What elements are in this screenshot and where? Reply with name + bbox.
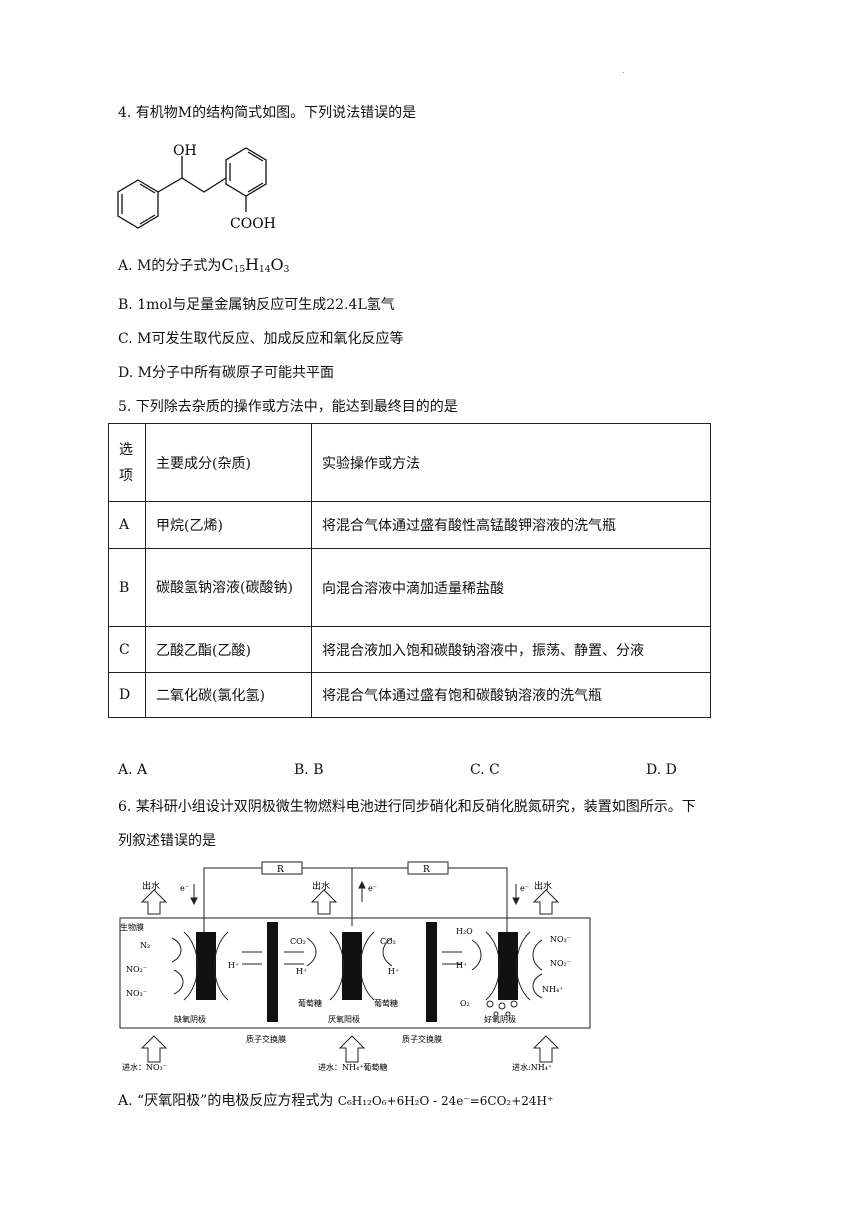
n2-label: N₂ bbox=[140, 941, 150, 950]
inflow-arrow-mid bbox=[338, 1035, 366, 1063]
q6-fuel-cell-diagram: R R 出水 出水 出水 e⁻ e⁻ e⁻ bbox=[119, 861, 591, 1072]
biofilm-label: 生物膜 bbox=[120, 922, 144, 932]
q4-option-a: A. M的分子式为C15H14O3 bbox=[118, 255, 289, 280]
row-a-component: 甲烷(乙烯) bbox=[145, 501, 312, 549]
table-row: B 碳酸氢钠溶液(碳酸钠) 向混合溶液中滴加适量稀盐酸 bbox=[108, 548, 711, 627]
row-d-option: D bbox=[108, 672, 146, 718]
table-row: C 乙酸乙酯(乙酸) 将混合液加入饱和碳酸钠溶液中，振荡、静置、分液 bbox=[108, 626, 711, 673]
cathode-anoxic-electrode bbox=[196, 932, 216, 1000]
row-c-method: 将混合液加入饱和碳酸钠溶液中，振荡、静置、分液 bbox=[311, 626, 711, 673]
outflow-label-mid: 出水 bbox=[312, 880, 330, 892]
row-a-method: 将混合气体通过盛有酸性高锰酸钾溶液的洗气瓶 bbox=[311, 501, 711, 549]
cathode-aerobic-label: 好氧阴极 bbox=[484, 1014, 516, 1024]
outflow-label-left: 出水 bbox=[142, 880, 160, 892]
membrane-label-left: 质子交换膜 bbox=[246, 1034, 286, 1044]
header-method: 实验操作或方法 bbox=[311, 423, 711, 502]
header-option: 选项 bbox=[108, 423, 146, 502]
formula-h-count: 14 bbox=[259, 265, 271, 275]
page-marker: . bbox=[622, 66, 625, 75]
anode-anaerobic-label: 厌氧阳极 bbox=[328, 1014, 360, 1024]
benzene-ring-right bbox=[225, 147, 267, 197]
nh4-label: NH₄⁺ bbox=[542, 985, 563, 994]
q4-option-a-text: A. M的分子式为 bbox=[118, 258, 222, 274]
electron-label-right: e⁻ bbox=[520, 884, 529, 893]
q4-stem: 4. 有机物M的结构简式如图。下列说法错误的是 bbox=[118, 105, 417, 121]
hplus-label-aerobic: H⁺ bbox=[456, 961, 467, 970]
h2o-label: H₂O bbox=[456, 927, 473, 936]
formula-h: H bbox=[245, 255, 260, 274]
hplus-label-right: H⁺ bbox=[388, 967, 399, 976]
row-c-option: C bbox=[108, 626, 146, 673]
q5-table: 选项 主要成分(杂质) 实验操作或方法 A 甲烷(乙烯) 将混合气体通过盛有酸性… bbox=[108, 423, 711, 718]
q6-option-a-equation: C₆H₁₂O₆+6H₂O - 24e⁻=6CO₂+24H⁺ bbox=[337, 1094, 554, 1108]
inflow-label-mid: 进水：NH₄⁺葡萄糖 bbox=[318, 1062, 387, 1072]
table-header-row: 选项 主要成分(杂质) 实验操作或方法 bbox=[108, 423, 711, 502]
q4-option-b: B. 1mol与足量金属钠反应可生成22.4L氢气 bbox=[118, 297, 395, 313]
resistor-left-label: R bbox=[277, 865, 284, 875]
q5-choice-c: C. C bbox=[470, 762, 500, 778]
inflow-label-right: 进水:NH₄⁺ bbox=[512, 1062, 552, 1072]
outflow-label-right: 出水 bbox=[534, 880, 552, 892]
no3-label-right: NO₃⁻ bbox=[550, 935, 571, 944]
outflow-arrow-right bbox=[532, 889, 560, 915]
formula-c: C bbox=[221, 255, 234, 274]
electron-label-mid: e⁻ bbox=[368, 884, 377, 893]
outflow-arrow-mid bbox=[310, 889, 338, 915]
carbon-chain bbox=[157, 177, 227, 193]
q4-structure-diagram: OH COOH bbox=[117, 143, 276, 232]
row-d-method: 将混合气体通过盛有饱和碳酸钠溶液的洗气瓶 bbox=[311, 672, 711, 718]
phenyl-ring-left bbox=[117, 179, 159, 229]
proton-membrane-right bbox=[426, 922, 437, 1022]
resistor-right-label: R bbox=[423, 865, 430, 875]
q6-option-a-text: A. “厌氧阳极”的电极反应方程式为 bbox=[118, 1093, 334, 1109]
row-d-component: 二氧化碳(氯化氢) bbox=[145, 672, 312, 718]
oh-label: OH bbox=[173, 143, 197, 159]
outflow-arrow-left bbox=[140, 889, 168, 915]
q6-option-a: A. “厌氧阳极”的电极反应方程式为 C₆H₁₂O₆+6H₂O - 24e⁻=6… bbox=[118, 1091, 553, 1111]
electron-label-left: e⁻ bbox=[180, 884, 189, 893]
q4-option-c: C. M可发生取代反应、加成反应和氧化反应等 bbox=[118, 331, 404, 347]
inflow-arrow-right bbox=[532, 1035, 560, 1063]
reactor-tank bbox=[119, 917, 591, 1029]
anode-anaerobic-electrode bbox=[342, 932, 362, 1000]
formula-c-count: 15 bbox=[233, 265, 246, 275]
row-c-component: 乙酸乙酯(乙酸) bbox=[145, 626, 312, 673]
no3-label-left: NO₃⁻ bbox=[126, 989, 147, 998]
no2-label-left: NO₂⁻ bbox=[126, 965, 147, 974]
row-b-method: 向混合溶液中滴加适量稀盐酸 bbox=[311, 548, 711, 627]
inflow-arrow-left bbox=[140, 1035, 168, 1063]
row-a-option: A bbox=[108, 501, 146, 549]
q5-choice-b: B. B bbox=[294, 762, 324, 778]
co2-label-right: CO₂ bbox=[380, 937, 396, 946]
q6-stem-line1: 6. 某科研小组设计双阴极微生物燃料电池进行同步硝化和反硝化脱氮研究，装置如图所… bbox=[118, 799, 696, 815]
inflow-label-left: 进水：NO₃⁻ bbox=[122, 1062, 167, 1072]
o2-label: O₂ bbox=[460, 999, 470, 1008]
table-row: A 甲烷(乙烯) 将混合气体通过盛有酸性高锰酸钾溶液的洗气瓶 bbox=[108, 501, 711, 549]
co2-label-left: CO₂ bbox=[290, 937, 306, 946]
q5-stem: 5. 下列除去杂质的操作或方法中，能达到最终目的的是 bbox=[118, 399, 458, 415]
proton-membrane-left bbox=[267, 922, 278, 1022]
hplus-label-mid: H⁺ bbox=[296, 967, 307, 976]
glucose-label-left: 葡萄糖 bbox=[298, 998, 322, 1008]
q6-stem-line2: 列叙述错误的是 bbox=[118, 833, 216, 849]
header-main-component: 主要成分(杂质) bbox=[145, 423, 312, 502]
cooh-label: COOH bbox=[230, 216, 276, 232]
q5-choice-d: D. D bbox=[646, 762, 677, 778]
membrane-label-right: 质子交换膜 bbox=[402, 1034, 442, 1044]
row-b-option: B bbox=[108, 548, 146, 627]
cathode-anoxic-label: 缺氧阴极 bbox=[174, 1014, 206, 1024]
row-b-component: 碳酸氢钠溶液(碳酸钠) bbox=[145, 548, 312, 627]
no2-label-right: NO₂⁻ bbox=[550, 959, 571, 968]
q4-formula: C15H14O3 bbox=[221, 255, 290, 275]
cathode-aerobic-electrode bbox=[498, 932, 518, 1000]
table-row: D 二氧化碳(氯化氢) 将混合气体通过盛有饱和碳酸钠溶液的洗气瓶 bbox=[108, 672, 711, 718]
formula-o: O bbox=[270, 255, 284, 274]
glucose-label-right: 葡萄糖 bbox=[374, 998, 398, 1008]
hplus-label-left: H⁺ bbox=[228, 961, 239, 970]
q4-option-d: D. M分子中所有碳原子可能共平面 bbox=[118, 365, 334, 381]
q5-choice-a: A. A bbox=[118, 762, 148, 778]
formula-o-count: 3 bbox=[283, 265, 290, 275]
